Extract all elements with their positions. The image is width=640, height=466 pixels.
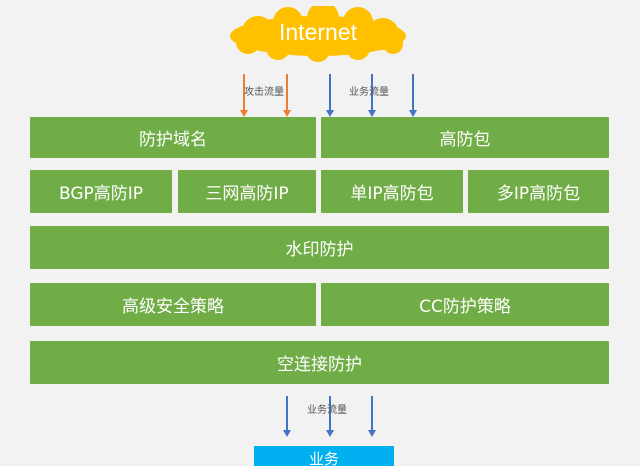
null-connection-protection-box: 空连接防护 bbox=[30, 341, 609, 384]
internet-cloud-icon bbox=[230, 6, 406, 62]
cc-protection-policy-box: CC防护策略 bbox=[321, 283, 609, 326]
internet-label: Internet bbox=[279, 19, 357, 45]
protected-domain-box: 防护域名 bbox=[30, 117, 316, 158]
ddos-package-box: 高防包 bbox=[321, 117, 609, 158]
tri-network-ddos-ip-box: 三网高防IP bbox=[178, 170, 316, 213]
business-flow-label-top: 业务流量 bbox=[349, 87, 389, 98]
multi-ip-package-box: 多IP高防包 bbox=[468, 170, 609, 213]
single-ip-package-box: 单IP高防包 bbox=[321, 170, 463, 213]
bgp-ddos-ip-box: BGP高防IP bbox=[30, 170, 172, 213]
business-flow-label-bottom: 业务流量 bbox=[307, 405, 347, 416]
advanced-security-policy-box: 高级安全策略 bbox=[30, 283, 316, 326]
watermark-protection-box: 水印防护 bbox=[30, 226, 609, 269]
attack-flow-label: 攻击流量 bbox=[244, 87, 284, 98]
business-server-box: 业务 bbox=[254, 446, 394, 466]
